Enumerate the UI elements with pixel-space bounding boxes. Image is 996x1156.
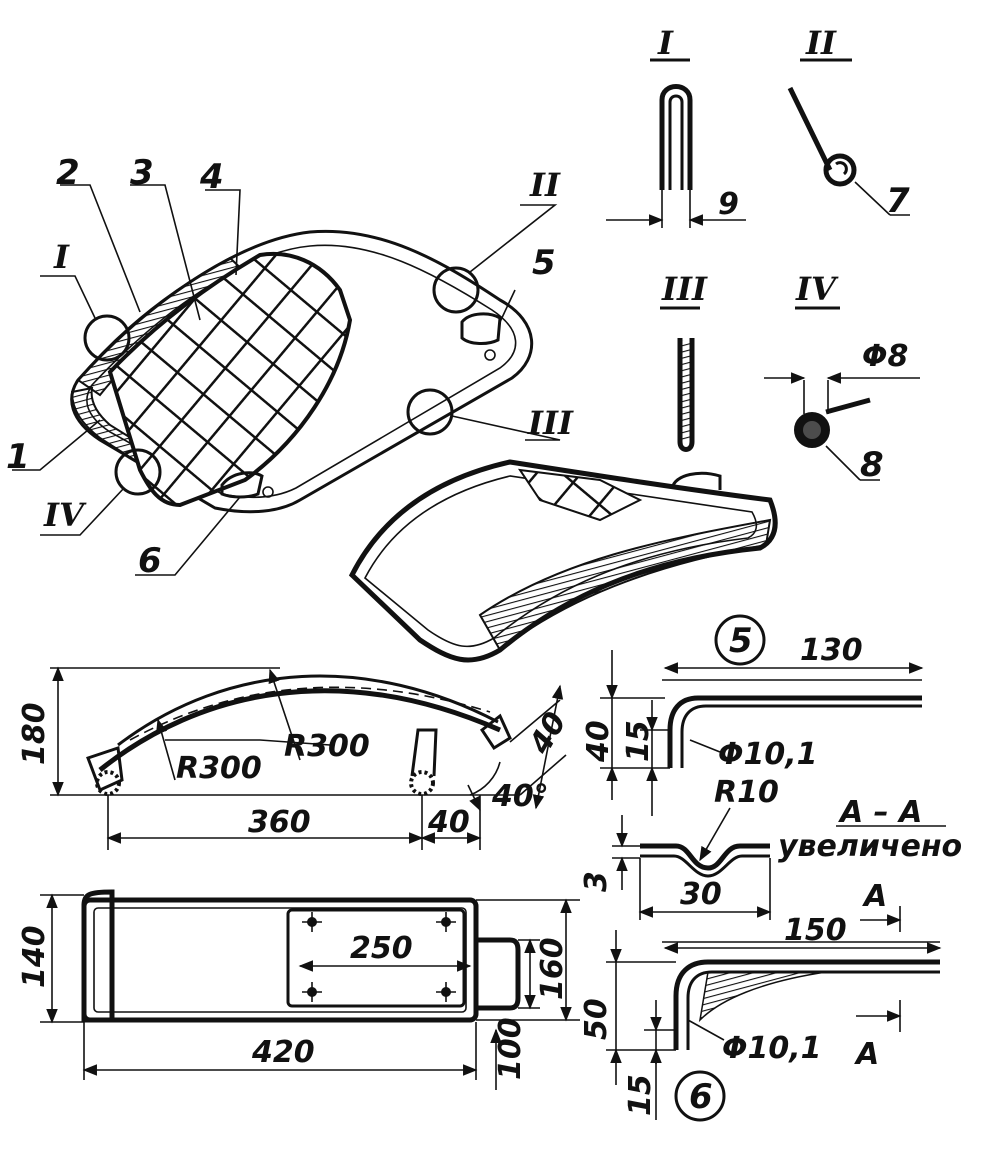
dim-bracket5-height: 40 [581, 720, 616, 763]
callout-1: 1 [6, 437, 30, 477]
section-AA-title: А – А [838, 795, 922, 830]
dim-side-radius-outer: R300 [176, 751, 262, 786]
bracket5-marker: 5 [729, 621, 753, 661]
dim-section-radius: R10 [714, 775, 779, 810]
dim-detail-IV-diameter: Φ8 [862, 339, 908, 374]
callout-3: 3 [130, 153, 154, 193]
plan-view [40, 889, 580, 1090]
dim-detail-I-width: 9 [718, 187, 739, 222]
dim-bracket5-offset: 15 [621, 720, 656, 762]
pad-mount-holes [302, 912, 456, 1002]
dim-bracket6-height: 50 [579, 998, 614, 1040]
side-view [50, 666, 567, 850]
dim-section-depth: 3 [579, 871, 614, 892]
dim-plan-width: 140 [17, 925, 52, 988]
cut-mark-bottom: A [854, 1037, 879, 1072]
dim-side-angle: 40° [491, 779, 549, 814]
detail-III [660, 306, 700, 452]
detail-mark-IV: IV [43, 496, 87, 534]
dim-side-length: 360 [248, 805, 311, 840]
labels: 1 2 3 4 5 6 7 8 I II III IV I II III IV … [6, 24, 962, 1117]
detail-title-III: III [661, 270, 708, 308]
callout-4: 4 [199, 157, 224, 197]
section-AA-subtitle: увеличено [778, 829, 962, 864]
dim-plan-handle-width: 100 [493, 1017, 528, 1080]
detail-mark-I: I [53, 238, 70, 276]
section-AA [612, 807, 946, 920]
callout-6: 6 [138, 541, 162, 581]
detail-title-II: II [805, 24, 837, 62]
dim-bracket5-length: 130 [800, 633, 863, 668]
pedal-curved-view [348, 459, 778, 663]
dim-bracket5-hole: Φ10,1 [718, 737, 818, 772]
detail-II [787, 58, 910, 216]
dim-bracket6-length: 150 [784, 913, 847, 948]
dim-side-height: 180 [17, 702, 52, 765]
detail-mark-III: III [527, 404, 574, 442]
callout-2: 2 [56, 153, 80, 193]
dim-plan-pad-length: 250 [350, 931, 413, 966]
dim-bracket6-hole: Φ10,1 [722, 1031, 822, 1066]
dim-side-tab-length: 40 [427, 805, 470, 840]
callout-8: 8 [860, 445, 884, 485]
dim-bracket6-offset: 15 [623, 1074, 658, 1116]
detail-I [606, 58, 746, 228]
detail-mark-II: II [529, 166, 561, 204]
callout-5: 5 [532, 243, 556, 283]
detail-title-I: I [657, 24, 674, 62]
bracket6-marker: 6 [689, 1077, 713, 1117]
dim-side-tab-height: 40 [522, 706, 574, 761]
dim-plan-handle-height: 160 [535, 937, 570, 1000]
bracket-5 [600, 614, 924, 816]
dim-side-radius-inner: R300 [284, 729, 370, 764]
bracket-6 [606, 906, 942, 1122]
dim-plan-length: 420 [251, 1035, 315, 1070]
callout-7: 7 [886, 181, 910, 221]
pedal-isometric [12, 184, 561, 576]
dim-section-width: 30 [680, 877, 722, 912]
cut-mark-top: A [862, 879, 887, 914]
detail-IV [764, 306, 920, 481]
detail-title-IV: IV [795, 270, 839, 308]
